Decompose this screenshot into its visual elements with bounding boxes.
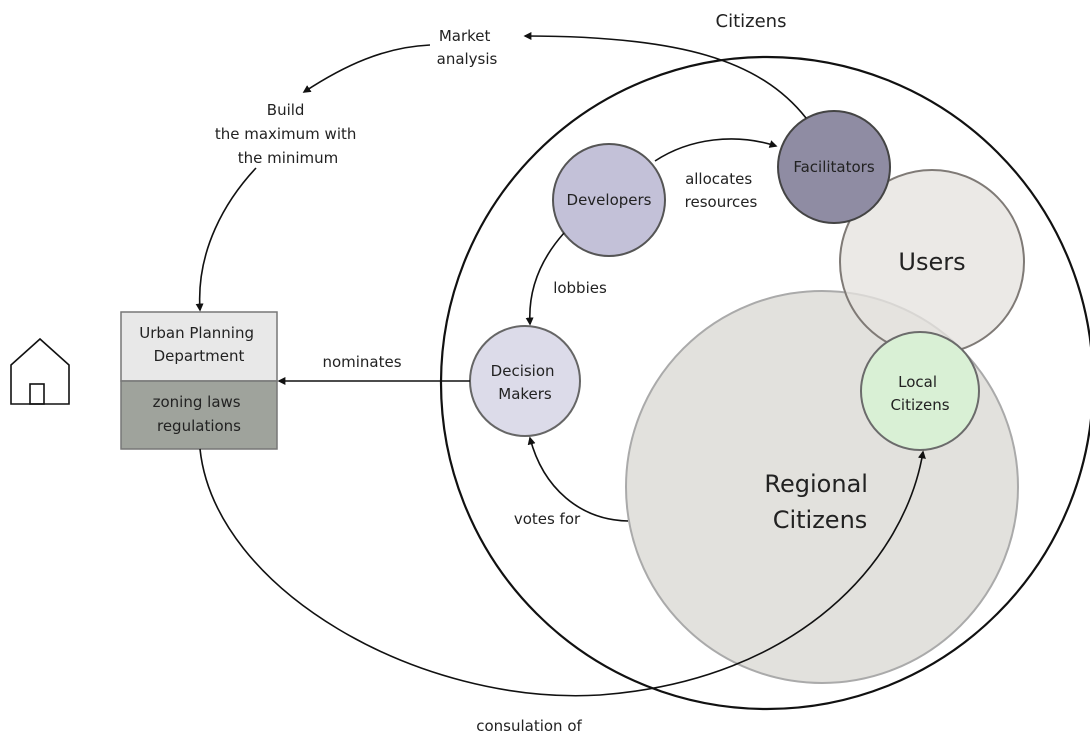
facilitators-label: Facilitators [793,158,874,176]
allocates-resources-label: allocates resources [685,170,758,211]
house-icon [10,337,70,405]
consulation-label: consulation of [476,717,582,735]
build-to-upd-arrow [195,167,257,312]
zoning-laws-section [120,380,278,450]
facilitators-to-market-arrow [523,32,807,119]
decision-makers-label: Decision Makers [491,362,560,403]
developers-label: Developers [567,191,652,209]
urban-planning-box [120,311,278,450]
votes-for-label: votes for [514,510,581,528]
nominates-label: nominates [322,353,401,371]
developers-to-decision-makers-arrow [525,232,565,326]
developers-to-facilitators-arrow [654,138,778,162]
developers-circle [552,143,666,257]
market-analysis-label: Market analysis [437,27,498,68]
zoning-laws-label: zoning laws regulations [153,393,246,435]
facilitators-circle [777,110,891,224]
local-citizens-label: Local Citizens [890,373,949,414]
consultation-curve [199,448,926,697]
decision-makers-circle [469,325,581,437]
citizens-circle [439,55,1090,711]
citizens-title: Citizens [716,11,787,32]
local-citizens-circle [860,331,980,451]
regional-citizens-label: Regional Citizens [764,470,875,534]
urban-planning-department-section [120,311,278,382]
market-to-build-arrow [302,44,431,93]
lobbies-label: lobbies [553,279,607,297]
build-maximum-label: Build the maximum with the minimum [215,101,361,167]
regional-to-decision-makers-arrow [527,436,629,522]
urban-planning-department-label: Urban Planning Department [139,324,259,365]
users-label: Users [898,248,965,276]
